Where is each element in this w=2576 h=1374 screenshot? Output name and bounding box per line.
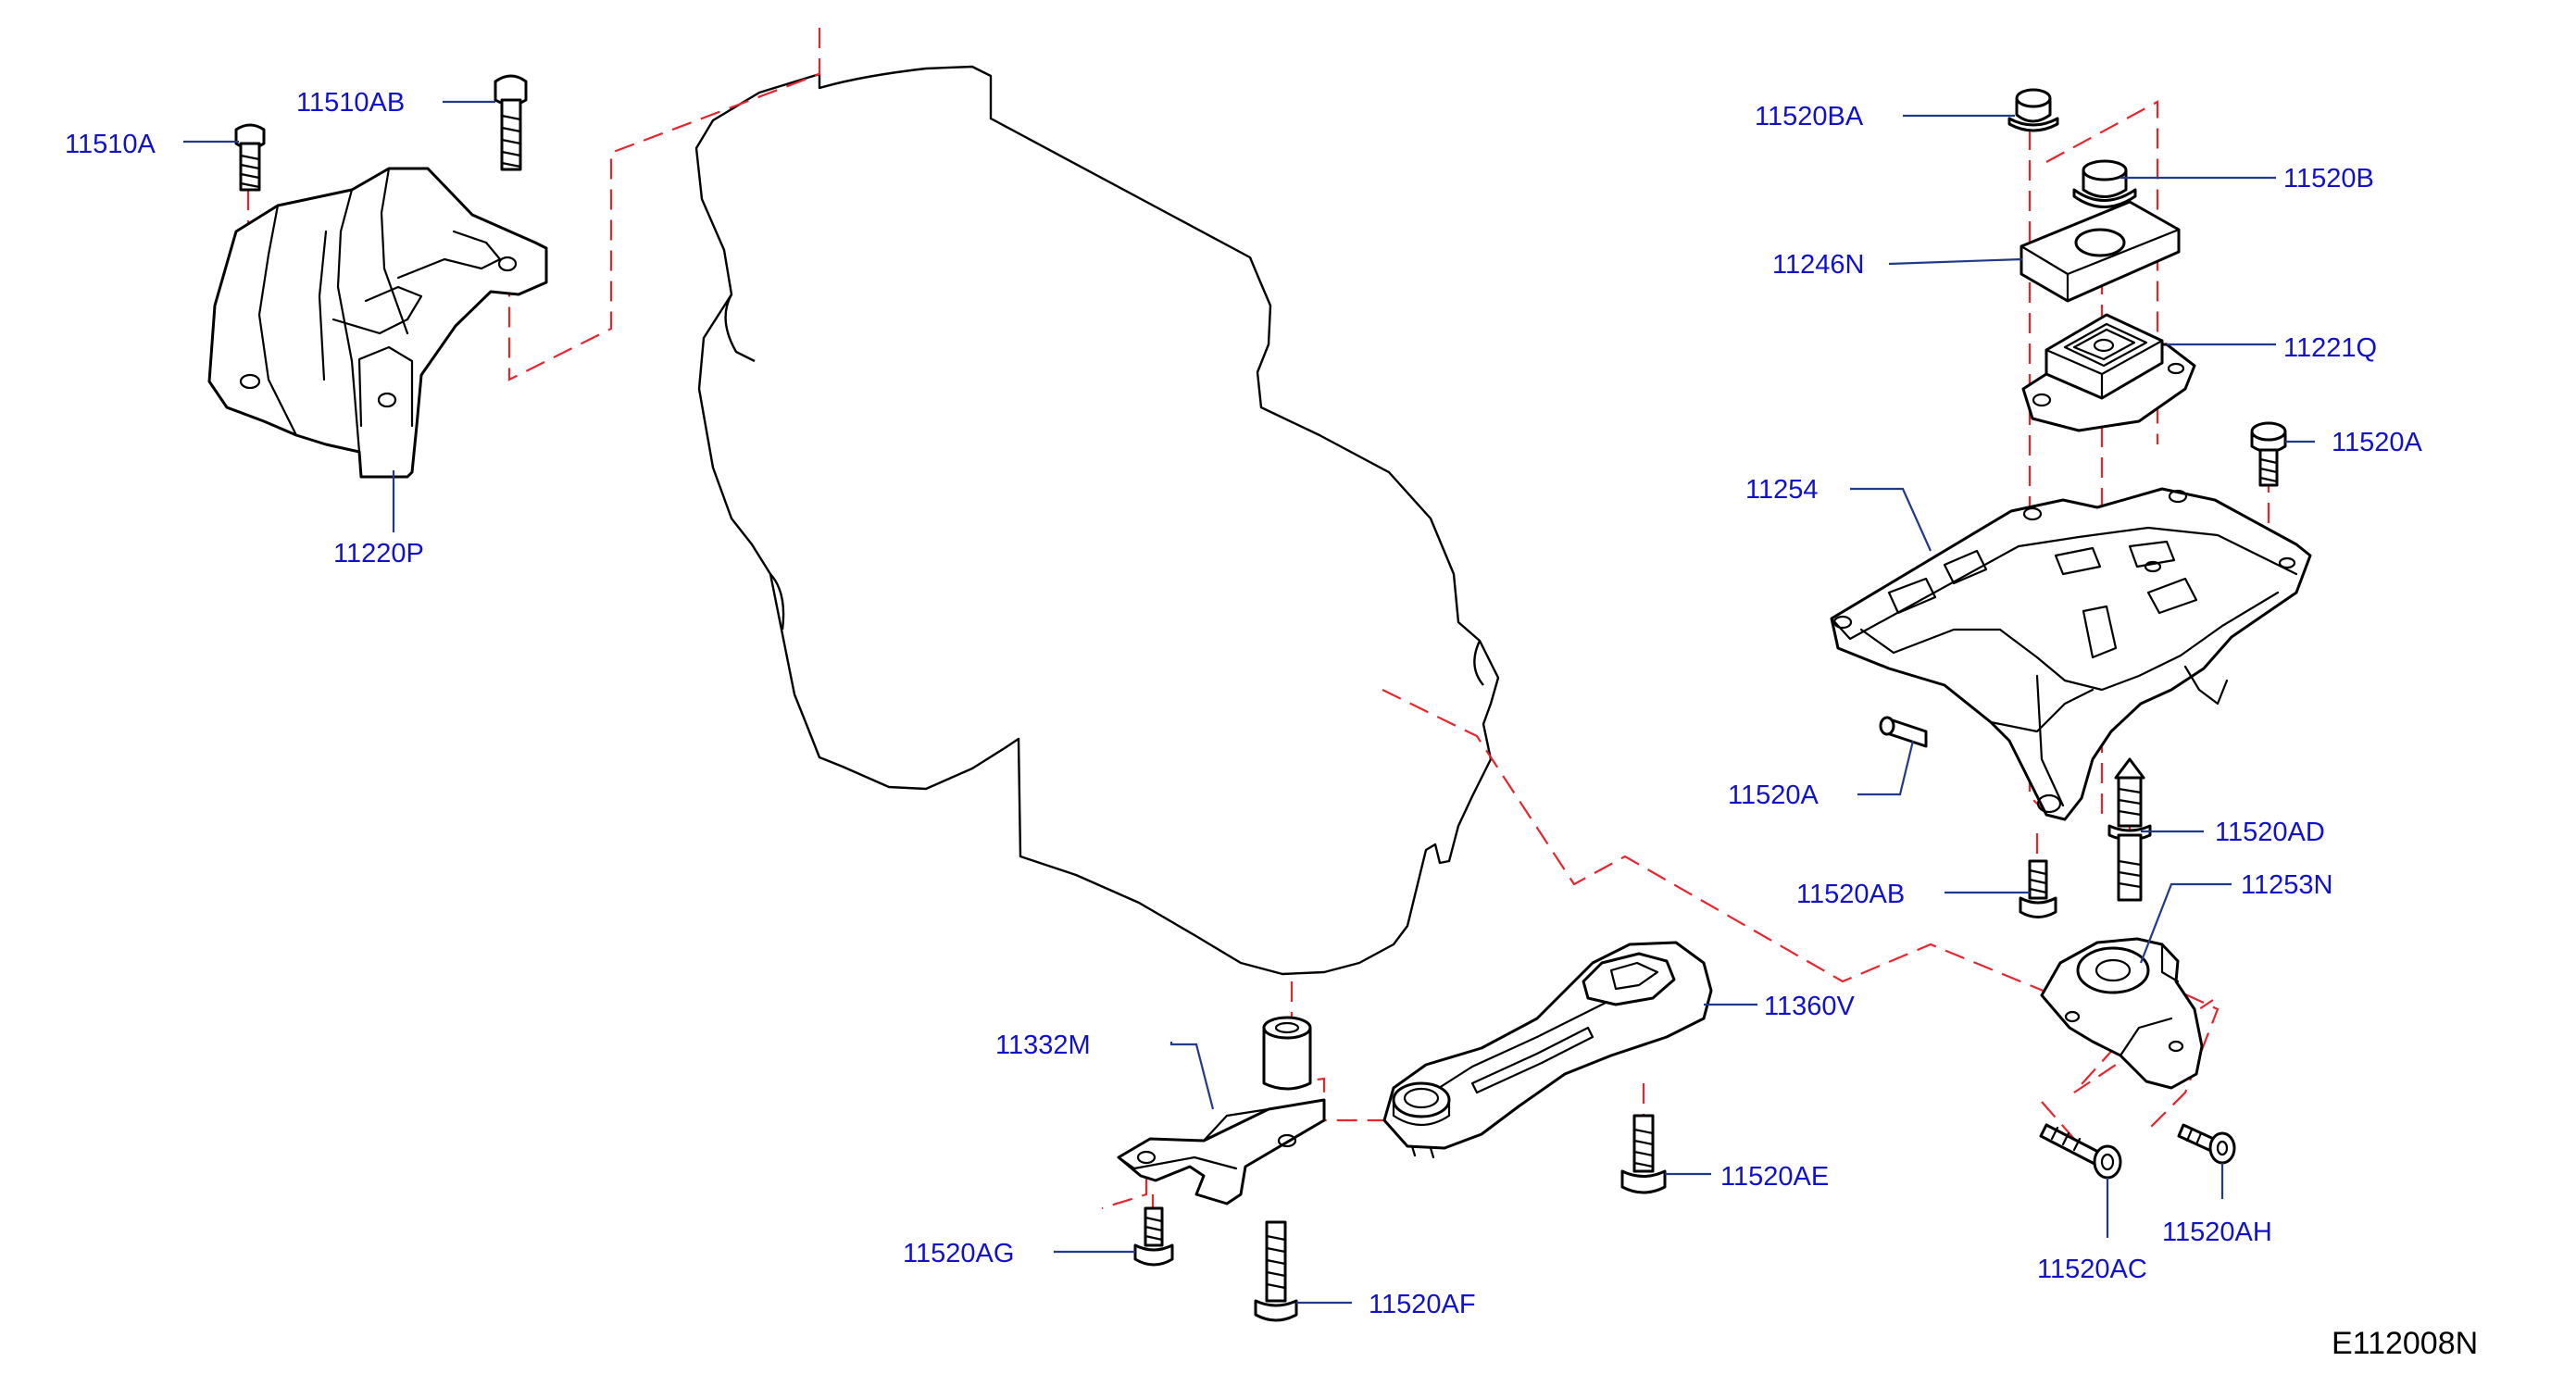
label-11520AF: 11520AF bbox=[1369, 1290, 1476, 1319]
label-11520AG: 11520AG bbox=[903, 1239, 1014, 1268]
bracket-11253N bbox=[2040, 937, 2204, 1090]
bolt-11510AB bbox=[494, 74, 528, 171]
label-11520AC: 11520AC bbox=[2037, 1255, 2147, 1284]
label-11254: 11254 bbox=[1745, 475, 1819, 505]
label-11520A-left: 11520A bbox=[1728, 781, 1819, 810]
label-11520B: 11520B bbox=[2283, 164, 2374, 194]
label-11520AD: 11520AD bbox=[2215, 818, 2325, 847]
label-11332M: 11332M bbox=[995, 1030, 1091, 1060]
bolt-11520A-top bbox=[2250, 421, 2287, 487]
bracket-11332M bbox=[1117, 1016, 1326, 1205]
stud-11520AD bbox=[2107, 757, 2152, 902]
label-11520A-top: 11520A bbox=[2332, 428, 2422, 457]
bolt-11520AC bbox=[2039, 1123, 2122, 1180]
torque-rod-11360V bbox=[1382, 941, 1713, 1159]
bolt-11520AB bbox=[2019, 859, 2057, 918]
bolt-11520AG bbox=[1133, 1206, 1174, 1267]
bolt-11520AF bbox=[1254, 1220, 1298, 1322]
label-11253N: 11253N bbox=[2241, 870, 2332, 900]
label-11520BA: 11520BA bbox=[1755, 102, 1864, 131]
label-11220P: 11220P bbox=[333, 539, 424, 568]
plate-11246N bbox=[2020, 200, 2181, 303]
label-11520AH: 11520AH bbox=[2162, 1218, 2272, 1247]
label-11520AB: 11520AB bbox=[1796, 880, 1905, 909]
pin-11520A-left bbox=[1879, 716, 1928, 748]
label-11520AE: 11520AE bbox=[1720, 1162, 1829, 1192]
nut-11520B bbox=[2072, 159, 2137, 208]
insulator-11221Q bbox=[2021, 313, 2196, 432]
engine-mount-11220P bbox=[207, 167, 548, 479]
label-11510AB: 11510AB bbox=[296, 88, 405, 118]
nut-11520BA bbox=[2007, 88, 2059, 132]
bolt-11520AH bbox=[2177, 1123, 2236, 1165]
label-11360V: 11360V bbox=[1764, 992, 1855, 1021]
bracket-11254 bbox=[1830, 487, 2312, 821]
diagram-code: E112008N bbox=[2332, 1326, 2478, 1361]
engine-outline bbox=[694, 65, 1500, 976]
bolt-11520AE bbox=[1620, 1114, 1667, 1194]
label-11221Q: 11221Q bbox=[2283, 333, 2377, 363]
part-labels: 11510A 11510AB 11220P 11520BA 11520B 112… bbox=[65, 88, 2478, 1361]
leader-lines bbox=[183, 100, 2315, 1305]
label-11510A: 11510A bbox=[65, 130, 156, 159]
bolt-11510A bbox=[234, 123, 266, 192]
label-11246N: 11246N bbox=[1772, 250, 1864, 280]
